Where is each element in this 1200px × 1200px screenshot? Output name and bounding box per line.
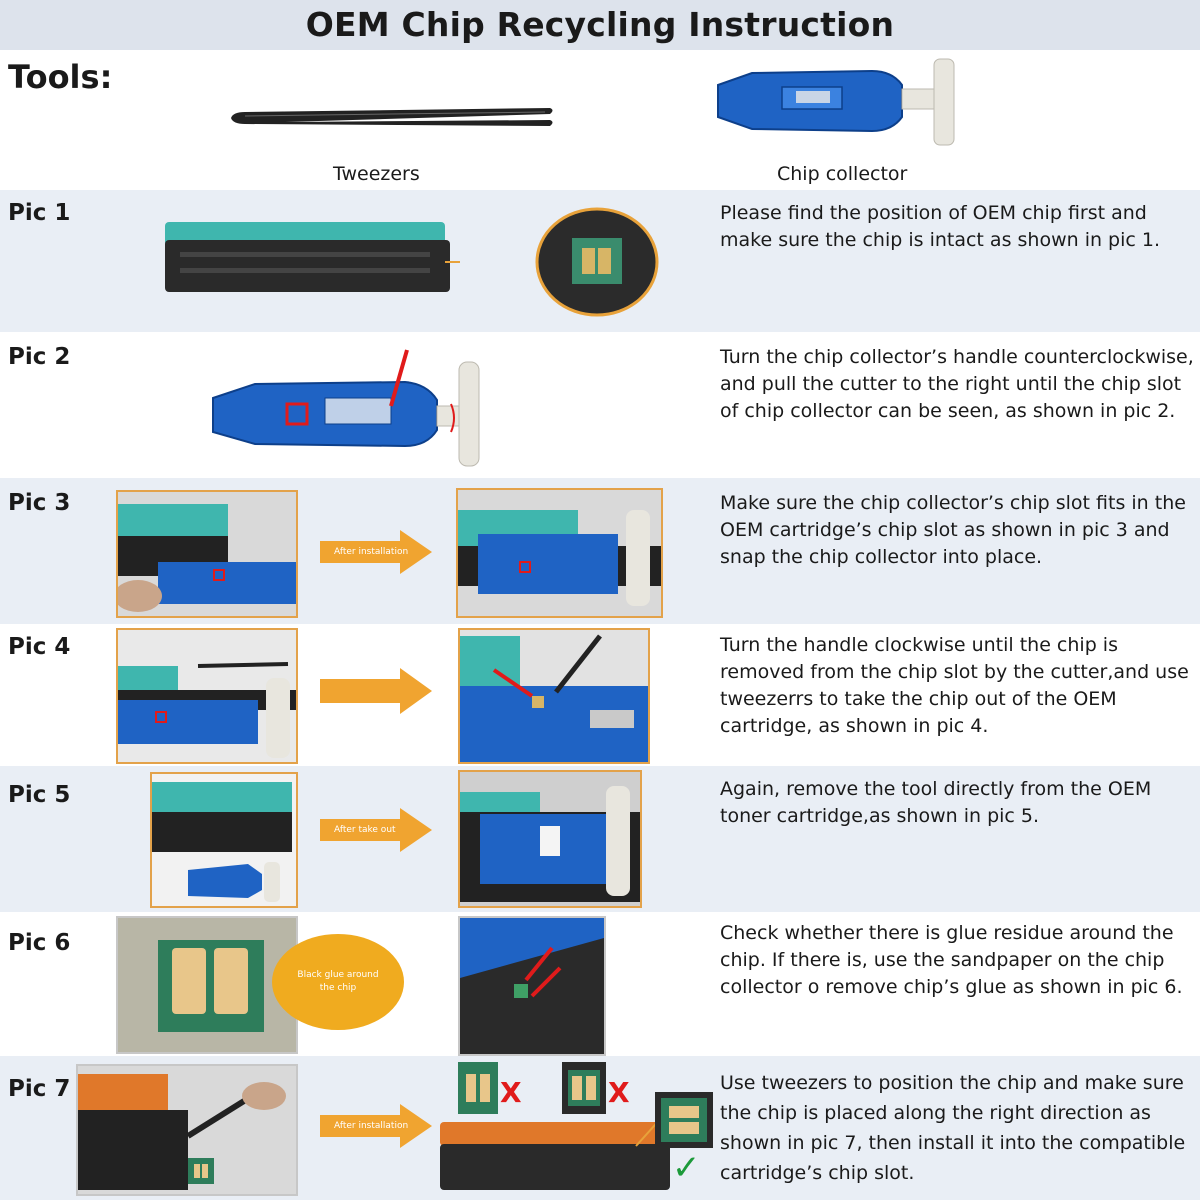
step-label: Pic 6 xyxy=(8,930,71,956)
chip-wrong-direction-2 xyxy=(562,1062,606,1114)
page-title: OEM Chip Recycling Instruction xyxy=(305,5,895,44)
tweezers-illustration xyxy=(231,108,553,126)
photo-after-install xyxy=(456,488,663,618)
wrong-mark: X xyxy=(608,1076,630,1109)
step-label: Pic 3 xyxy=(8,490,71,516)
right-mark: ✓ xyxy=(672,1148,701,1188)
arrow-label: After installation xyxy=(334,1121,409,1131)
step-label: Pic 5 xyxy=(8,782,71,808)
step-row-1: Pic 1 Please find the position of OEM ch… xyxy=(0,190,1200,332)
chip-collector-illustration xyxy=(717,58,955,146)
wrong-mark: X xyxy=(500,1076,522,1109)
arrow-label: After installation xyxy=(334,547,409,557)
after-installation-arrow: After installation xyxy=(320,530,434,574)
step-row-2: Pic 2 Turn the chip collector’s handle c… xyxy=(0,332,1200,478)
step-text: Use tweezers to position the chip and ma… xyxy=(720,1072,1186,1184)
step-label: Pic 7 xyxy=(8,1076,71,1102)
after-take-out-arrow: After take out xyxy=(320,808,434,852)
step-row-3: Pic 3 After installation Make sure the c… xyxy=(0,478,1200,624)
photo-position-chip xyxy=(76,1064,298,1196)
photo-collector-with-chip xyxy=(458,770,642,908)
chip-collector-open-image xyxy=(212,349,480,467)
chip-correct-direction xyxy=(655,1092,713,1148)
step-4-arrow xyxy=(320,668,434,714)
photo-before-install xyxy=(116,490,298,618)
arrow-label: After take out xyxy=(334,825,396,835)
step-text: Please find the position of OEM chip fir… xyxy=(720,202,1161,251)
step-text: Make sure the chip collector’s chip slot… xyxy=(720,492,1186,568)
chip-collector-caption: Chip collector xyxy=(777,163,908,185)
compatible-cartridge-image xyxy=(440,1116,670,1190)
after-installation-arrow-2: After installation xyxy=(320,1104,434,1148)
step-text: Check whether there is glue residue arou… xyxy=(720,922,1183,998)
toner-cartridge-image xyxy=(165,222,460,292)
step-label: Pic 2 xyxy=(8,344,71,370)
bubble-label: Black glue around the chip xyxy=(297,970,379,993)
black-glue-bubble: Black glue around the chip xyxy=(272,934,404,1030)
photo-chip-removed xyxy=(458,628,650,764)
photo-turn-clockwise xyxy=(116,628,298,764)
title-bar: OEM Chip Recycling Instruction xyxy=(0,0,1200,50)
chip-wrong-direction-1 xyxy=(458,1062,498,1114)
tools-heading: Tools: xyxy=(8,58,113,96)
tweezers-caption: Tweezers xyxy=(333,163,420,185)
step-row-4: Pic 4 Turn the handle clockwise until th… xyxy=(0,624,1200,766)
step-text: Again, remove the tool directly from the… xyxy=(720,778,1152,827)
step-label: Pic 4 xyxy=(8,634,71,660)
step-text: Turn the chip collector’s handle counter… xyxy=(720,346,1194,422)
step-text: Turn the handle clockwise until the chip… xyxy=(720,634,1189,737)
step-row-6: Pic 6 Black glue around the chip Check w… xyxy=(0,912,1200,1056)
step-row-7: Pic 7 After installation X X xyxy=(0,1056,1200,1200)
photo-sandpaper xyxy=(458,916,606,1056)
photo-chip-glue xyxy=(116,916,298,1054)
step-row-5: Pic 5 After take out Again, remove the t… xyxy=(0,766,1200,912)
chip-zoom-circle xyxy=(535,207,659,317)
photo-tool-removed xyxy=(150,772,298,908)
step-label: Pic 1 xyxy=(8,200,71,226)
